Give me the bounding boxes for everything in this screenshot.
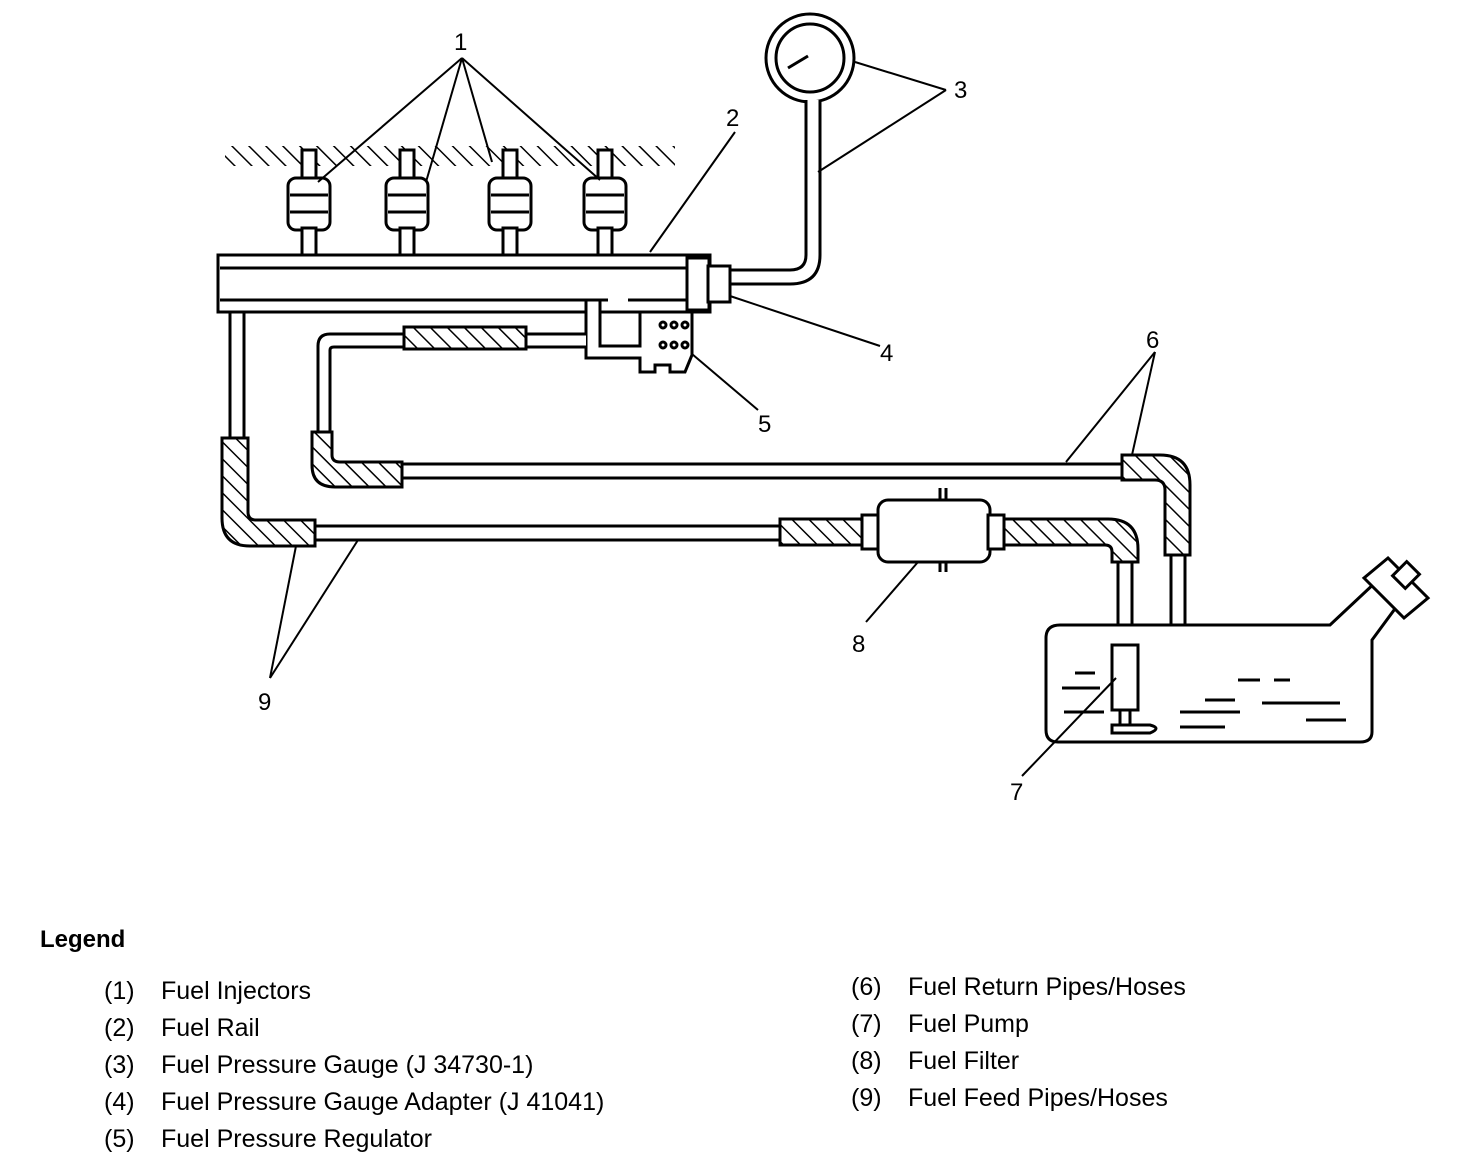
callout-5: 5	[758, 411, 771, 438]
fuel-tank	[1044, 555, 1431, 744]
legend-item-label: Fuel Pressure Gauge (J 34730-1)	[161, 1051, 534, 1079]
fuel-rail	[216, 253, 732, 314]
callout-6: 6	[1146, 327, 1159, 354]
legend-item-number: (7)	[851, 1010, 882, 1038]
callout-9: 9	[258, 689, 271, 716]
legend-item: (1) Fuel Injectors	[104, 976, 604, 1013]
legend-column-left: (1) Fuel Injectors (2) Fuel Rail (3) Fuel P…	[104, 976, 604, 1161]
callout-1: 1	[454, 29, 467, 56]
legend-item-number: (5)	[104, 1125, 135, 1153]
legend-item: (2) Fuel Rail	[104, 1013, 604, 1050]
legend-column-right: (6)Fuel Return Pipes/Hoses (7)Fuel Pump …	[851, 972, 1186, 1120]
callout-7: 7	[1010, 779, 1023, 806]
legend-item-label: Fuel Pressure Gauge Adapter (J 41041)	[161, 1088, 605, 1116]
fuel-injectors	[286, 148, 628, 260]
fuel-pump	[1110, 643, 1158, 735]
callout-3: 3	[954, 77, 967, 104]
legend-item-label: Fuel Pump	[908, 1010, 1029, 1038]
legend-item-number: (8)	[851, 1047, 882, 1075]
legend-item: (5) Fuel Pressure Regulator	[104, 1124, 604, 1161]
callout-8: 8	[852, 631, 865, 658]
fuel-pressure-regulator	[584, 298, 694, 374]
legend-item-number: (4)	[104, 1088, 135, 1116]
fuel-pressure-gauge	[728, 12, 856, 286]
legend-item: (4) Fuel Pressure Gauge Adapter (J 41041)	[104, 1087, 604, 1124]
legend-item-number: (9)	[851, 1084, 882, 1112]
legend-item-label: Fuel Pressure Regulator	[161, 1125, 432, 1153]
legend-item: (8) Fuel Filter	[851, 1046, 1186, 1083]
fuel-injector	[582, 148, 628, 260]
callout-4: 4	[880, 340, 893, 367]
intake-manifold-surface	[225, 146, 675, 166]
legend-item-label: Fuel Feed Pipes/Hoses	[908, 1084, 1168, 1112]
legend-item-label: Fuel Filter	[908, 1047, 1020, 1075]
legend-item-label: Fuel Injectors	[161, 977, 312, 1005]
fuel-feed-line	[220, 310, 1140, 649]
callouts: 1 2 3 4 5 6 7 8 9	[258, 29, 1159, 806]
legend-item: (9) Fuel Feed Pipes/Hoses	[851, 1083, 1186, 1120]
fuel-filter	[860, 488, 1006, 572]
fuel-system-diagram: 1 2 3 4 5 6 7 8 9	[216, 12, 1431, 806]
fuel-injector	[384, 148, 430, 260]
legend-item: (3) Fuel Pressure Gauge (J 34730-1)	[104, 1050, 604, 1087]
legend-title: Legend	[40, 926, 126, 953]
legend-item-number: (3)	[104, 1051, 135, 1079]
fuel-injector	[487, 148, 533, 260]
legend-item-number: (2)	[104, 1014, 135, 1042]
legend-item-number: (1)	[104, 977, 135, 1005]
legend-item-label: Fuel Return Pipes/Hoses	[908, 973, 1186, 1001]
legend-item-label: Fuel Rail	[161, 1014, 260, 1042]
callout-2: 2	[726, 105, 739, 132]
fuel-injector	[286, 148, 332, 260]
legend-item: (6) Fuel Return Pipes/Hoses	[851, 972, 1186, 1009]
legend-item: (7) Fuel Pump	[851, 1009, 1186, 1046]
legend-item-number: (6)	[851, 973, 882, 1001]
leader-lines	[269, 57, 1156, 777]
fuel-return-line	[310, 325, 1192, 685]
